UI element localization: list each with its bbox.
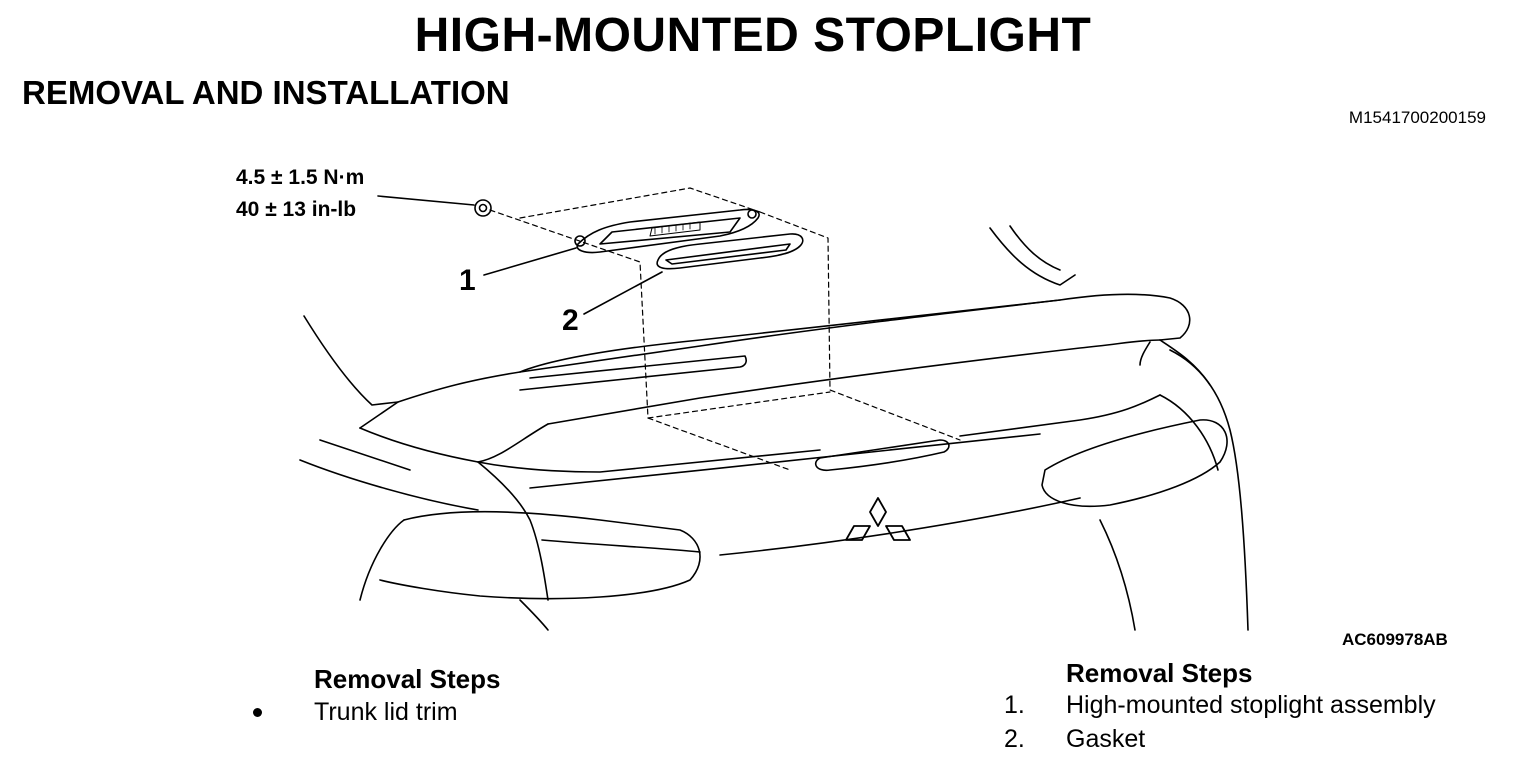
torque-value-nm: 4.5 ± 1.5 N·m [236,166,365,189]
removal-step-stoplight-assembly: High-mounted stoplight assembly [1066,691,1436,719]
callout-1-label: 1 [459,264,476,297]
section-subtitle: REMOVAL AND INSTALLATION [22,74,510,111]
callout-2-leader [583,271,663,315]
stoplight-assembly-icon [574,208,760,254]
document-id: M1541700200159 [1348,108,1486,127]
emblem-icon [845,497,911,541]
removal-step-gasket: Gasket [1066,725,1146,753]
car-body-outline [299,225,1249,631]
bullet-icon [253,708,262,717]
removal-step-number: 1. [1004,691,1025,719]
exploded-guide-lines [489,187,961,471]
page-title: HIGH-MOUNTED STOPLIGHT [414,9,1092,62]
removal-steps-heading-left: Removal Steps [314,664,501,694]
removal-steps-heading-right: Removal Steps [1066,658,1253,688]
callout-1-leader [483,247,577,276]
figure-id: AC609978AB [1342,630,1448,649]
removal-step-number: 2. [1004,725,1025,753]
gasket-icon [656,233,804,270]
bolt-icon [474,199,492,217]
removal-step-trunk-lid-trim: Trunk lid trim [314,698,458,726]
torque-value-inlb: 40 ± 13 in-lb [236,198,357,221]
callout-2-label: 2 [562,304,579,337]
torque-leader [377,195,475,206]
